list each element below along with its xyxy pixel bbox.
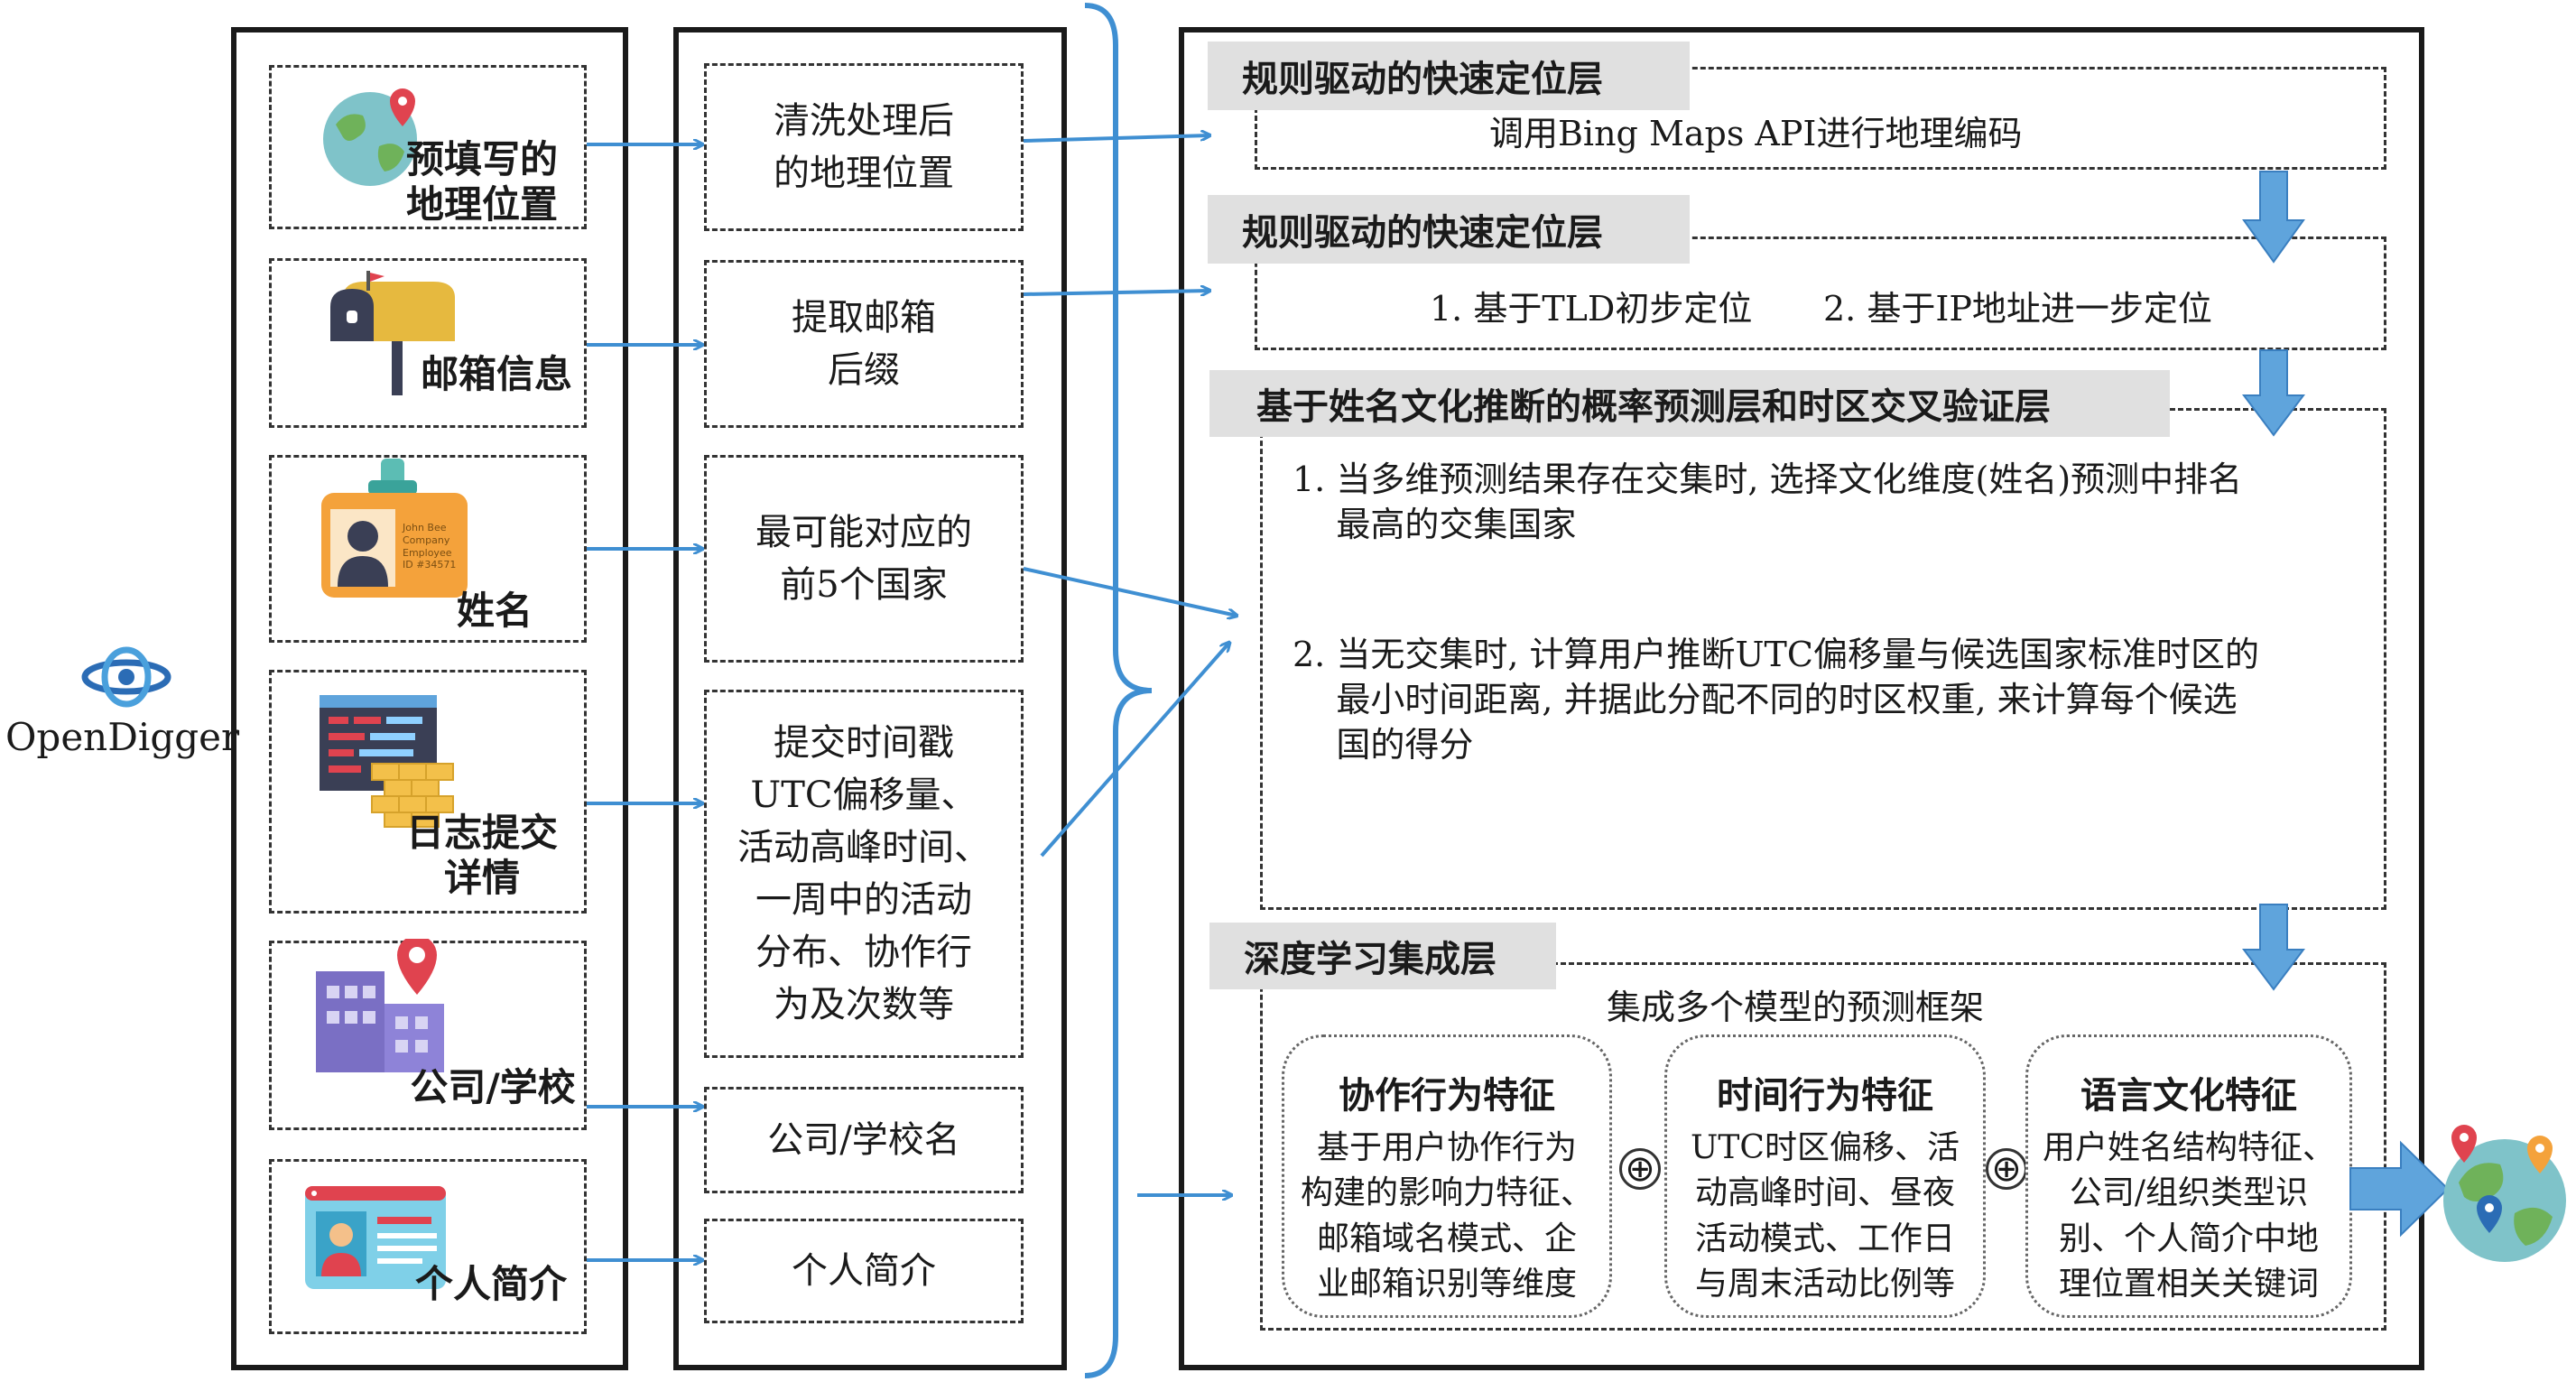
down-arrow — [2242, 904, 2305, 991]
feature-card-text: 用户姓名结构特征、 公司/组织类型识 别、个人简介中地 理位置相关关键词 — [2042, 1129, 2335, 1303]
feature-card-language: 语言文化特征 用户姓名结构特征、 公司/组织类型识 别、个人简介中地 理位置相关… — [2025, 1034, 2352, 1318]
source-label-geo: 预填写的 地理位置 — [405, 137, 558, 227]
opendigger-logo-icon — [81, 646, 171, 708]
layer2-item1: 1. 基于TLD初步定位 — [1430, 289, 1753, 329]
down-arrow — [2242, 171, 2305, 264]
source-label-log: 日志提交 详情 — [405, 811, 558, 901]
layer1-title: 规则驱动的快速定位层 — [1208, 42, 1690, 110]
feature-box-company: 公司/学校名 — [704, 1087, 1024, 1193]
feature-card-title: 时间行为特征 — [1717, 1075, 1933, 1117]
feature-card-title: 语言文化特征 — [2080, 1075, 2297, 1117]
logo-text: OpenDigger — [5, 715, 240, 759]
layer2-item2: 2. 基于IP地址进一步定位 — [1823, 289, 2212, 329]
id-badge-icon — [321, 459, 468, 598]
source-label-company: 公司/学校 — [410, 1065, 576, 1109]
source-label-email: 邮箱信息 — [420, 352, 572, 396]
source-panel — [231, 27, 628, 1370]
feature-card-text: UTC时区偏移、活 动高峰时间、昼夜 活动模式、工作日 与周末活动比例等 — [1691, 1129, 1960, 1303]
layer3-box — [1260, 408, 2386, 910]
layer4-subtitle: 集成多个模型的预测框架 — [1607, 988, 1985, 1027]
layer3-item1: 1. 当多维预测结果存在交集时, 选择文化维度(姓名)预测中排名 最高的交集国家 — [1293, 459, 2243, 545]
source-box-geo — [269, 65, 587, 229]
feature-card-collab: 协作行为特征 基于用户协作行为 构建的影响力特征、 邮箱域名模式、企 业邮箱识别… — [1282, 1034, 1612, 1318]
curly-brace — [1084, 3, 1153, 1378]
feature-box-bio: 个人简介 — [704, 1219, 1024, 1323]
output-globe-icon — [2443, 1125, 2566, 1262]
layer4-title: 深度学习集成层 — [1209, 923, 1556, 989]
badge-text: John Bee Company Employee ID #34571 — [403, 522, 457, 571]
feature-box-log: 提交时间戳 UTC偏移量、 活动高峰时间、 一周中的活动 分布、协作行 为及次数… — [704, 690, 1024, 1058]
layer1-box — [1255, 67, 2386, 170]
layer3-item2: 2. 当无交集时, 计算用户推断UTC偏移量与候选国家标准时区的 最小时间距离,… — [1293, 635, 2259, 765]
code-log-icon — [320, 695, 454, 828]
feature-box-email: 提取邮箱 后缀 — [704, 260, 1024, 428]
source-label-name: 姓名 — [456, 589, 533, 633]
layer1-text: 调用Bing Maps API进行地理编码 — [1489, 114, 2023, 153]
globe-pin-icon — [323, 88, 417, 186]
layer3-title: 基于姓名文化推断的概率预测层和时区交叉验证层 — [1209, 370, 2170, 437]
mailbox-icon — [330, 271, 455, 395]
source-label-bio: 个人简介 — [414, 1262, 567, 1306]
feature-panel — [673, 27, 1067, 1370]
feature-card-title: 协作行为特征 — [1339, 1075, 1555, 1117]
feature-box-geo: 清洗处理后 的地理位置 — [704, 63, 1024, 231]
building-pin-icon — [316, 939, 444, 1072]
profile-card-icon — [305, 1186, 446, 1289]
layer2-title: 规则驱动的快速定位层 — [1208, 195, 1690, 264]
feature-card-text: 基于用户协作行为 构建的影响力特征、 邮箱域名模式、企 业邮箱识别等维度 — [1300, 1129, 1593, 1303]
output-arrow — [2349, 1140, 2450, 1238]
feature-card-time: 时间行为特征 UTC时区偏移、活 动高峰时间、昼夜 活动模式、工作日 与周末活动… — [1664, 1034, 1986, 1318]
feature-box-name: 最可能对应的 前5个国家 — [704, 455, 1024, 663]
plus-icon: ⊕ — [1619, 1148, 1661, 1190]
down-arrow — [2242, 349, 2305, 437]
plus-icon: ⊕ — [1986, 1148, 2027, 1190]
